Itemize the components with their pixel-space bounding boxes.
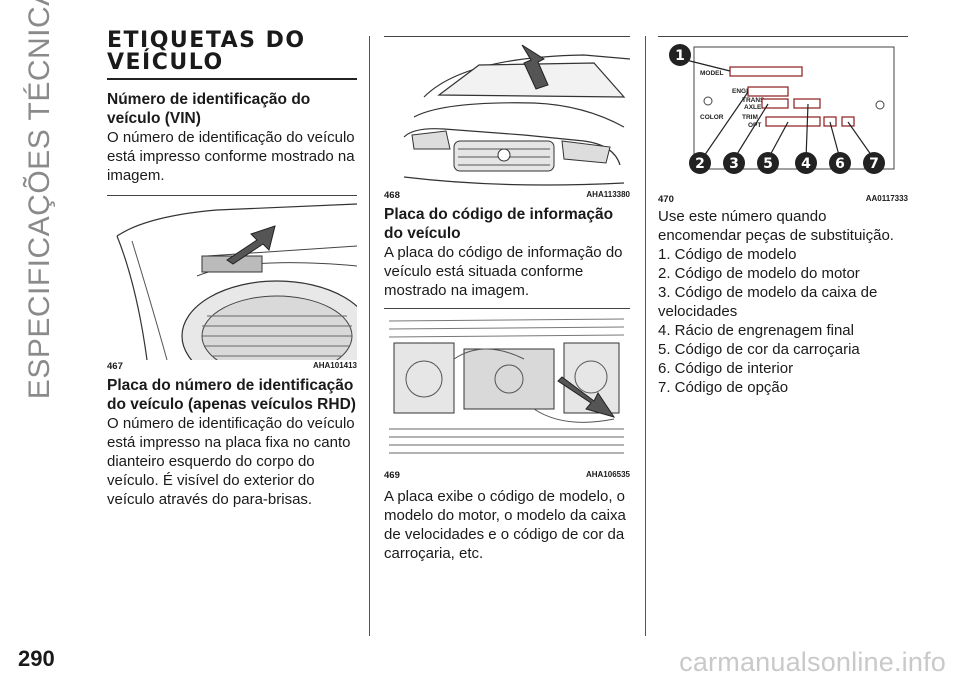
label-engine: ENGINE xyxy=(732,88,758,95)
vehicle-front-illustration xyxy=(384,37,630,189)
column-divider xyxy=(369,36,370,636)
list-item: 7. Código de opção xyxy=(658,379,789,396)
list-item: 2. Código de modelo do motor xyxy=(658,265,860,282)
figure-467: 467 AHA101413 xyxy=(107,195,357,372)
vin-location-illustration xyxy=(107,196,357,360)
figure-caption: 469 AHA106535 xyxy=(384,470,630,481)
figure-code: AA0117333 xyxy=(865,194,908,203)
figure-number: 469 xyxy=(384,470,400,481)
plate-code-list: 1. Código de modelo 2. Código de modelo … xyxy=(658,245,908,397)
figure-caption: 467 AHA101413 xyxy=(107,361,357,372)
vin-heading: Número de identificação do veículo (VIN) xyxy=(107,91,311,127)
column-1: ETIQUETAS DO VEÍCULO Número de identific… xyxy=(107,30,357,509)
chapter-title: ESPECIFICAÇÕES TÉCNICAS xyxy=(23,0,56,400)
callout-7: 7 xyxy=(869,156,879,172)
figure-code: AHA113380 xyxy=(586,190,630,199)
section-title-line1: ETIQUETAS DO xyxy=(107,28,306,53)
callout-group xyxy=(669,44,885,174)
rhd-heading: Placa do número de identificação do veíc… xyxy=(107,377,356,413)
label-trans-line1: TRANS xyxy=(742,97,765,104)
column-divider xyxy=(645,36,646,636)
figure-469: 469 AHA106535 xyxy=(384,308,630,481)
figure-caption: 470 AA0117333 xyxy=(658,194,908,205)
callout-4: 4 xyxy=(801,156,811,172)
callout-2: 2 xyxy=(695,156,705,172)
column-3: MODEL ENGINE TRANS AXLE COLOR TRIM OPT xyxy=(658,30,908,397)
list-item: 6. Código de interior xyxy=(658,360,794,377)
plate-heading: Placa do código de informação do veículo xyxy=(384,206,614,242)
plate-intro: Use este número quando encomendar peças … xyxy=(658,208,894,244)
label-color-line2: TRIM xyxy=(742,114,758,121)
chapter-side-tab: ESPECIFICAÇÕES TÉCNICAS xyxy=(14,0,66,399)
callout-6: 6 xyxy=(835,156,845,172)
callout-3: 3 xyxy=(729,156,739,172)
list-item: 4. Rácio de engrenagem final xyxy=(658,322,854,339)
label-model: MODEL xyxy=(700,70,724,77)
figure-code: AHA101413 xyxy=(312,361,357,370)
label-color-line1: COLOR xyxy=(700,114,724,121)
vin-text: O número de identificação do veículo est… xyxy=(107,129,355,184)
figure-number: 470 xyxy=(658,194,674,205)
section-title-line2: VEÍCULO xyxy=(107,50,224,75)
column-2: 468 AHA113380 Placa do código de informa… xyxy=(384,30,630,563)
figure-468: 468 AHA113380 xyxy=(384,36,630,201)
info-plate-diagram: MODEL ENGINE TRANS AXLE COLOR TRIM OPT xyxy=(658,37,908,193)
callout-1: 1 xyxy=(675,48,685,64)
label-trans-line2: AXLE xyxy=(744,104,762,111)
list-item: 3. Código de modelo da caixa de velocida… xyxy=(658,284,878,320)
list-item: 5. Código de cor da carroçaria xyxy=(658,341,860,358)
callout-5: 5 xyxy=(763,156,773,172)
figure-470: MODEL ENGINE TRANS AXLE COLOR TRIM OPT xyxy=(658,36,908,205)
watermark: carmanualsonline.info xyxy=(679,647,946,677)
engine-bay-illustration xyxy=(384,309,630,469)
figure-number: 468 xyxy=(384,190,400,201)
figure-caption: 468 AHA113380 xyxy=(384,190,630,201)
figure-number: 467 xyxy=(107,361,123,372)
page-number: 290 xyxy=(18,646,55,671)
plate-text: A placa do código de informação do veícu… xyxy=(384,244,623,299)
section-title: ETIQUETAS DO VEÍCULO xyxy=(107,30,357,80)
list-item: 1. Código de modelo xyxy=(658,246,797,263)
rhd-text: O número de identificação do veículo est… xyxy=(107,415,355,508)
plate-description: A placa exibe o código de modelo, o mode… xyxy=(384,488,626,562)
figure-code: AHA106535 xyxy=(585,470,630,479)
